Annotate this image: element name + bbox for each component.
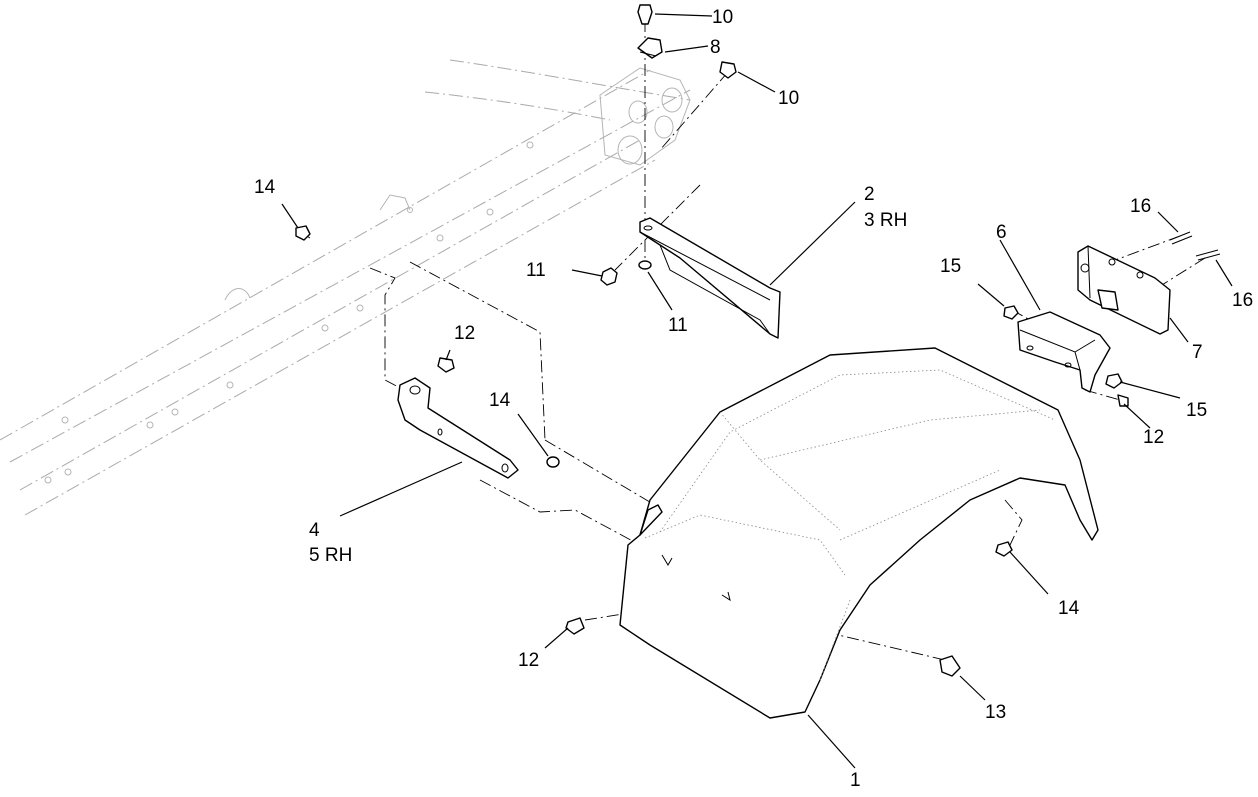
callout-15-right: 15 — [1186, 400, 1207, 421]
callout-labels: 10 8 10 2 3 RH 11 11 14 12 14 4 5 RH 12 … — [254, 7, 1253, 791]
callout-10-top: 10 — [712, 7, 733, 28]
callout-16-top: 16 — [1130, 196, 1151, 217]
leader-lines — [281, 13, 1233, 769]
lamp-part-7 — [1077, 245, 1171, 335]
callout-11-bottom: 11 — [668, 315, 688, 336]
callout-11-left: 11 — [526, 260, 546, 281]
callout-2: 2 — [864, 184, 875, 205]
callout-3-rh: 3 RH — [864, 210, 907, 231]
callout-7: 7 — [1192, 342, 1203, 363]
callout-15-left: 15 — [940, 256, 961, 277]
frame-rail-ghost — [0, 59, 691, 516]
callout-1: 1 — [850, 770, 861, 791]
callout-14-fender: 14 — [1058, 598, 1080, 619]
light-bracket-part-6 — [1017, 311, 1111, 393]
callout-12-bracket: 12 — [454, 323, 475, 344]
callout-13: 13 — [985, 702, 1006, 723]
callout-12-light: 12 — [1143, 427, 1164, 448]
fender-part-1 — [619, 347, 1099, 719]
callout-14-frame: 14 — [254, 177, 276, 198]
callout-14-bracket: 14 — [489, 390, 511, 411]
mount-bracket-part-4 — [397, 377, 519, 479]
flap-bracket-part-2 — [639, 217, 781, 339]
callout-6: 6 — [996, 222, 1007, 243]
callout-12-fender: 12 — [518, 650, 539, 671]
callout-5-rh: 5 RH — [309, 545, 352, 566]
callout-4: 4 — [309, 520, 320, 541]
callout-10-right: 10 — [778, 88, 799, 109]
callout-8: 8 — [710, 37, 721, 58]
callout-16-right: 16 — [1232, 290, 1253, 311]
clamp-part-8 — [637, 37, 663, 59]
fasteners — [295, 4, 1221, 677]
